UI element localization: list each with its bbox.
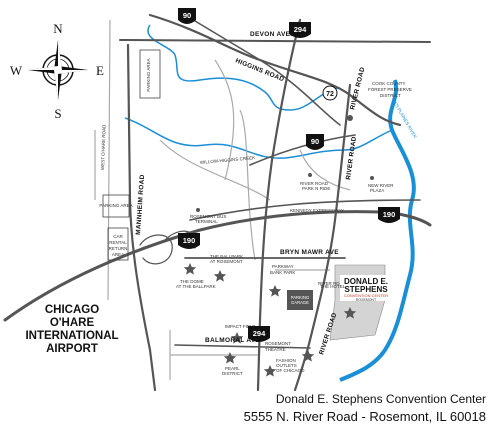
forest-preserve-label-1: COOK COUNTY — [372, 81, 406, 86]
star-icon-impact — [230, 332, 244, 344]
parkway-label-2: BANK PARK — [270, 270, 295, 275]
svg-text:190: 190 — [383, 210, 396, 219]
caption-address: 5555 N. River Road - Rosemont, IL 60018 — [243, 409, 486, 424]
pearl-label-1: PEARL — [225, 366, 240, 371]
interstate-294-top-shield-icon: 294 — [289, 22, 311, 38]
north-creek — [147, 24, 341, 111]
compass-north-label: N — [53, 21, 63, 36]
minor-roads — [94, 19, 351, 380]
forest-preserve-label-2: FOREST PRESERVE — [368, 87, 412, 92]
star-icon-convention — [343, 307, 357, 319]
parking-area-west — [102, 194, 130, 218]
parking-garage-label-2: GARAGE — [291, 300, 309, 305]
cta-label-2: PARK N RIDE — [302, 186, 330, 191]
river-rd-small-label: RIVER RD — [318, 281, 340, 286]
west-ohare-road-label: WEST O'HARE ROAD — [100, 124, 107, 170]
poi-dot-cta — [308, 173, 312, 177]
river-plaza-label-1: NEW RIVER — [368, 183, 394, 188]
interstate-90-top-shield-icon: 90 — [178, 8, 196, 24]
convention-center-name-4: ROSEMONT — [356, 298, 377, 302]
fashion-label-1: FASHION — [276, 358, 296, 363]
star-icon-dome — [183, 263, 197, 275]
bryn-mawr-label: BRYN MAWR AVE — [280, 249, 339, 256]
car-rental-label-4: AREA — [112, 252, 124, 257]
svg-text:294: 294 — [253, 329, 266, 338]
star-icon-ballpark — [213, 270, 227, 282]
convention-center-name-1: DONALD E. — [344, 277, 388, 286]
svg-text:190: 190 — [183, 236, 196, 245]
airport-label-line2: O'HARE — [50, 317, 95, 329]
airport-label-line3: INTERNATIONAL — [25, 330, 118, 342]
parking-garage-label-1: PARKING — [291, 295, 310, 300]
dome-label-2: AT THE BALLPARK — [176, 284, 216, 289]
caption-venue-name: Donald E. Stephens Convention Center — [275, 392, 486, 406]
fashion-label-3: OF CHICAGO — [276, 368, 305, 373]
star-icon-parkway — [268, 285, 282, 297]
route-72-shield-icon: 72 — [322, 85, 338, 101]
higgins-road-label: HIGGINS ROAD — [234, 57, 285, 83]
convention-center-name-2: STEPHENS — [344, 285, 388, 294]
the-hotel-label: THE HOTEL — [320, 284, 346, 289]
kennedy-label: KENNEDY EXPRESSWAY — [290, 208, 344, 213]
star-icon-fashion — [263, 365, 277, 377]
rosemont-station-label-1: ROSEMONT BUS — [190, 214, 226, 219]
theatre-label-1: ROSEMONT — [265, 341, 291, 346]
theatre-label-2: THEATRE — [265, 347, 286, 352]
ballpark-label-1: THE BALLPARK — [210, 254, 243, 259]
svg-text:90: 90 — [183, 11, 191, 20]
parkway-label-1: PARKWAY — [272, 264, 294, 269]
compass-east-label: E — [96, 63, 104, 78]
impact-field-label: IMPACT FIELD — [225, 324, 256, 329]
svg-text:90: 90 — [311, 137, 319, 146]
mannheim-road-label: MANNHEIM ROAD — [135, 174, 146, 235]
compass-rose-icon — [28, 40, 88, 100]
cta-label-1: RIVER ROAD — [300, 181, 329, 186]
ballpark-label-2: AT ROSEMONT — [210, 259, 243, 264]
interstate-90-middle-shield-icon: 90 — [306, 134, 324, 150]
compass-west-label: W — [10, 63, 23, 78]
poi-dot-river-plaza — [370, 176, 374, 180]
willow-creek-label: WILLOW-HIGGINS CREEK — [200, 155, 256, 165]
parking-area-west-label: PARKING AREA — [99, 203, 132, 208]
willow-higgins-creek — [124, 117, 393, 159]
balmoral-label: BALMORAL AVE — [205, 337, 260, 344]
parking-area-north — [139, 49, 161, 99]
interstate-294-bottom-shield-icon: 294 — [248, 326, 270, 342]
interstate-190-left-shield-icon: 190 — [178, 233, 200, 249]
devon-avenue-label: DEVON AVENUE — [250, 31, 305, 38]
poi-dot-rosemont-station — [196, 208, 200, 212]
svg-text:72: 72 — [326, 91, 334, 98]
forest-preserve-label-3: DISTRICT — [380, 93, 401, 98]
river-road-middle-label: RIVER ROAD — [345, 136, 358, 180]
car-rental-label-1: CAR — [113, 234, 123, 239]
parking-garage — [287, 290, 313, 310]
pearl-label-2: DISTRICT — [222, 371, 243, 376]
river-road-north-label: RIVER ROAD — [349, 66, 366, 110]
river-plaza-label-2: PLAZA — [370, 188, 384, 193]
convention-center-name-3: CONVENTION CENTER — [344, 293, 388, 298]
car-rental-label-3: RETURN — [109, 246, 128, 251]
svg-text:294: 294 — [294, 25, 307, 34]
car-rental-area — [107, 227, 129, 261]
des-plaines-river — [339, 79, 416, 382]
parking-area-north-label: PARKING AREA — [146, 58, 151, 91]
star-icon-pearl — [223, 352, 237, 364]
dome-label-1: THE DOME — [180, 279, 204, 284]
airport-label-line1: CHICAGO — [45, 304, 99, 316]
interstate-190-right-shield-icon: 190 — [378, 207, 400, 223]
car-rental-label-2: RENTAL — [109, 240, 127, 245]
convention-center-label-box — [340, 275, 392, 301]
poi-dot-river-rd — [347, 115, 353, 121]
star-icon-theatre — [301, 350, 315, 362]
attraction-stars — [183, 263, 357, 377]
rosemont-station-label-2: TERMINAL — [195, 219, 218, 224]
compass-south-label: S — [54, 106, 61, 121]
fashion-label-2: OUTLETS — [276, 363, 297, 368]
airport-label-line4: AIRPORT — [46, 343, 98, 355]
